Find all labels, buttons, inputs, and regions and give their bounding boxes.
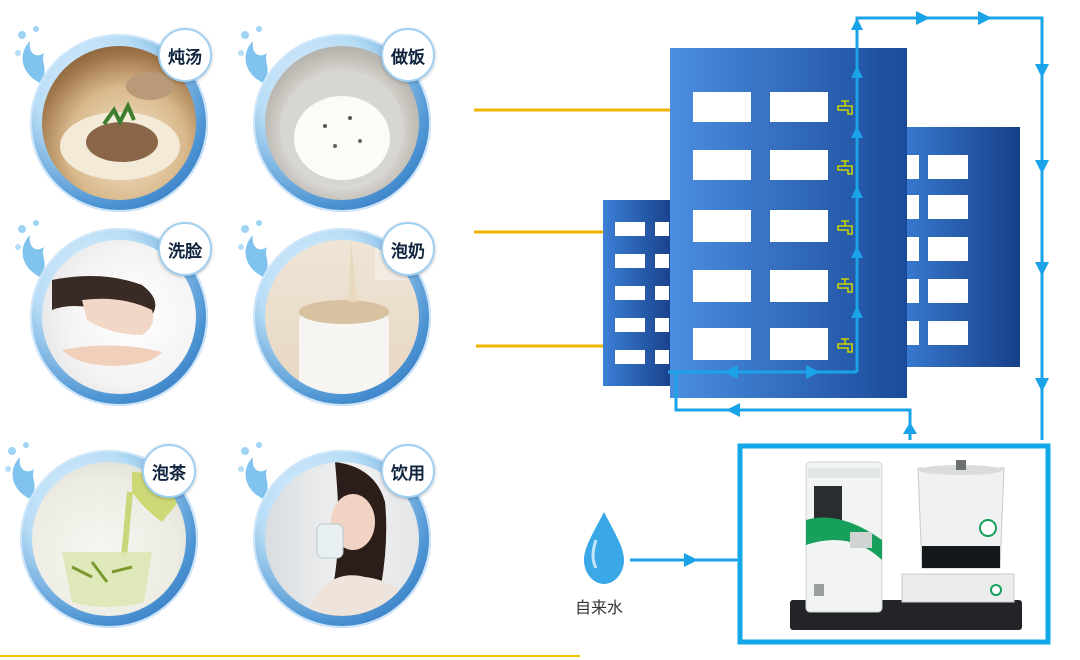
splash-icon bbox=[15, 26, 45, 83]
water-drop-icon bbox=[584, 512, 624, 584]
splash-icon bbox=[15, 220, 45, 277]
label-badge: 洗脸 bbox=[158, 222, 212, 276]
splash-icon bbox=[5, 442, 35, 499]
use-item-tea: 泡茶 bbox=[5, 442, 212, 634]
drinking-photo bbox=[265, 462, 419, 616]
use-item-drinking: 饮用 bbox=[238, 442, 445, 634]
use-item-soup: 炖汤 bbox=[15, 26, 222, 218]
faucet-icons bbox=[837, 100, 853, 353]
splash-icon bbox=[238, 26, 268, 83]
label-badge: 泡奶 bbox=[381, 222, 435, 276]
flow-arrows bbox=[684, 11, 1049, 567]
tap-water-label: 自来水 bbox=[575, 598, 624, 617]
purifier-machine-icon bbox=[790, 460, 1022, 630]
label-badge: 炖汤 bbox=[158, 28, 212, 82]
label-badge: 泡茶 bbox=[142, 444, 196, 498]
bottom-divider bbox=[0, 655, 580, 657]
use-item-rice: 做饭 bbox=[238, 26, 445, 218]
splash-icon bbox=[238, 220, 268, 277]
label-badge: 饮用 bbox=[381, 444, 435, 498]
label-badge: 做饭 bbox=[381, 28, 435, 82]
use-item-milk: 泡奶 bbox=[238, 220, 445, 412]
soup-photo bbox=[42, 46, 196, 200]
equipment-frame bbox=[737, 443, 1051, 645]
splash-icon bbox=[238, 442, 268, 499]
use-item-face-wash: 洗脸 bbox=[15, 220, 222, 412]
rice-photo bbox=[265, 46, 419, 200]
